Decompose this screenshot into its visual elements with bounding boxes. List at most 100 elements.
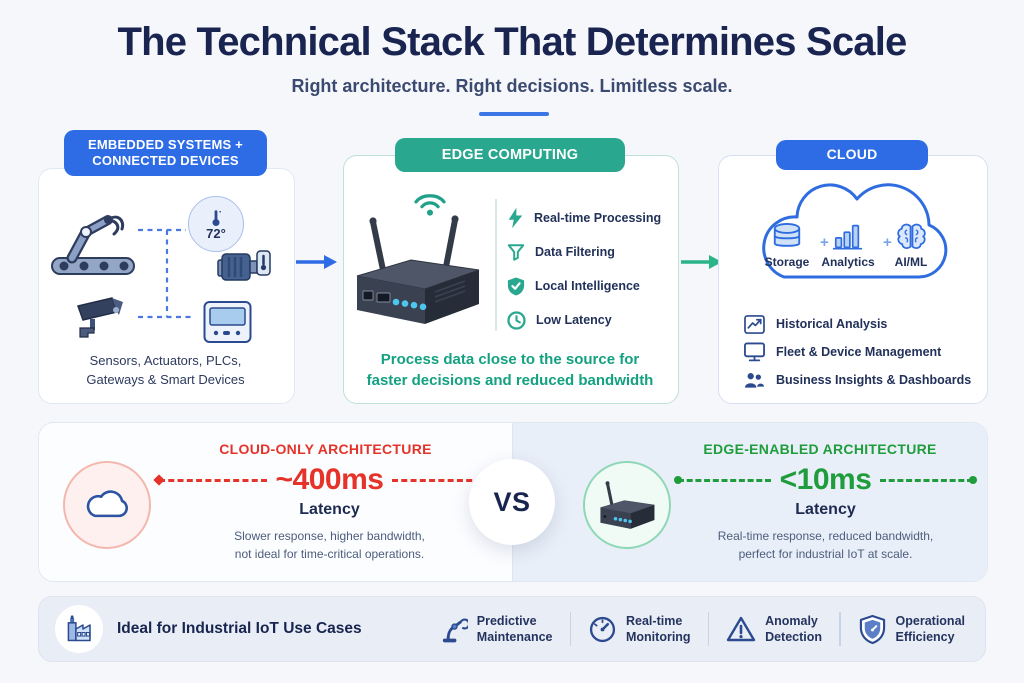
factory-badge: [55, 605, 103, 653]
edge-note: Process data close to the source for fas…: [343, 349, 677, 391]
security-camera-icon: [77, 297, 123, 338]
cloud-feature-row: Business Insights & Dashboards: [744, 366, 971, 394]
desc-line: perfect for industrial IoT at scale.: [738, 547, 913, 561]
page-subtitle: Right architecture. Right decisions. Lim…: [291, 76, 733, 96]
shield-gauge-icon: [859, 614, 885, 644]
edge-feature-list: Real-time Processing Data Filtering Loca…: [507, 201, 661, 337]
bar-chart-icon: [832, 224, 863, 250]
divider: [839, 612, 841, 646]
embedded-systems-panel: [38, 168, 295, 404]
use-case-label: Operational Efficiency: [896, 613, 965, 646]
edge-device-icon: [600, 481, 655, 529]
edge-note-line: Process data close to the source for: [380, 351, 640, 368]
badge-label: EDGE COMPUTING: [441, 146, 579, 163]
device-connector-lines: [138, 228, 194, 319]
cloud-feature-label: Historical Analysis: [776, 317, 888, 331]
use-case-list: Predictive Maintenance Real-time Monitor…: [439, 612, 965, 646]
flow-arrow-blue-icon: [296, 255, 337, 269]
wifi-icon: [414, 194, 446, 216]
latency-comparison: CLOUD-ONLY ARCHITECTURE ~400ms Latency S…: [38, 422, 988, 582]
page-title: The Technical Stack That Determines Scal…: [117, 20, 908, 64]
latency-label: Latency: [299, 501, 360, 518]
edge-feature-label: Low Latency: [536, 313, 612, 327]
latency-value-row: ~400ms: [159, 463, 500, 497]
cloud-core-label: Storage: [764, 255, 810, 269]
plc-panel-icon: [203, 301, 252, 343]
lightning-icon: [508, 207, 523, 229]
use-case-line: Monitoring: [626, 630, 691, 644]
use-case-label: Real-time Monitoring: [626, 613, 691, 646]
edge-enabled-side: EDGE-ENABLED ARCHITECTURE <10ms: [512, 423, 987, 581]
cloud-badge: CLOUD: [776, 140, 928, 170]
database-icon: [773, 223, 801, 247]
robot-arm-icon: [442, 617, 468, 642]
clock-icon: [507, 310, 526, 330]
panel-divider: [495, 199, 497, 331]
edge-note-line: faster decisions and reduced bandwidth: [366, 372, 654, 389]
use-case-line: Operational: [895, 613, 965, 628]
embedded-systems-badge: EMBEDDED SYSTEMS + CONNECTED DEVICES: [64, 130, 267, 176]
latency-label: Latency: [795, 501, 856, 518]
divider: [569, 612, 571, 646]
desc-line: Slower response, higher bandwidth,: [234, 529, 425, 543]
use-case-line: Maintenance: [476, 630, 553, 644]
use-case-item: Anomaly Detection: [726, 613, 822, 646]
brain-icon: [896, 223, 926, 249]
use-case-line: Detection: [765, 630, 823, 644]
cloud-icon: [86, 490, 128, 518]
cloud-core-label: AI/ML: [894, 255, 928, 269]
dashed-line: [880, 476, 977, 484]
desc-line: not ideal for time-critical operations.: [234, 547, 425, 561]
cloud-only-side: CLOUD-ONLY ARCHITECTURE ~400ms Latency S…: [39, 423, 512, 581]
edge-feature-row: Low Latency: [507, 303, 661, 337]
edge-feature-label: Local Intelligence: [535, 279, 640, 293]
flow-arrow-teal-icon: [681, 255, 722, 269]
use-case-line: Predictive: [476, 613, 537, 628]
warning-triangle-icon: [726, 616, 756, 642]
latency-value: <10ms: [779, 463, 872, 496]
cloud-only-title: CLOUD-ONLY ARCHITECTURE: [219, 441, 432, 457]
latency-value-row: <10ms: [674, 463, 977, 497]
cloud-feature-label: Fleet & Device Management: [776, 345, 942, 359]
edge-computing-badge: EDGE COMPUTING: [395, 138, 625, 172]
temperature-sensor: 72°: [188, 196, 244, 252]
edge-feature-label: Data Filtering: [535, 245, 615, 259]
plus-sign: +: [820, 234, 829, 251]
caption-line: Sensors, Actuators, PLCs,: [89, 353, 242, 368]
use-case-item: Predictive Maintenance: [439, 613, 553, 646]
temperature-value: 72°: [206, 225, 226, 241]
cloud-core-analytics: Analytics: [817, 217, 879, 269]
gauge-icon: [589, 616, 616, 642]
shield-check-icon: [507, 277, 525, 295]
edge-feature-row: Real-time Processing: [507, 201, 661, 235]
edge-enabled-illustration: [583, 461, 671, 549]
cloud-core-label: Analytics: [821, 255, 875, 269]
use-case-line: Real-time: [626, 613, 683, 628]
cloud-feature-list: Historical Analysis Fleet & Device Manag…: [744, 310, 971, 394]
cloud-core-aiml: AI/ML: [880, 217, 942, 269]
use-case-line: Anomaly: [765, 613, 818, 628]
badge-label: CLOUD: [826, 146, 878, 163]
motor-icon: [217, 250, 271, 281]
thermometer-icon: [212, 209, 221, 226]
edge-feature-row: Data Filtering: [507, 235, 661, 269]
divider: [707, 612, 710, 646]
dashed-line: [159, 478, 267, 482]
cloud-feature-row: Historical Analysis: [744, 310, 971, 338]
desc-line: Real-time response, reduced bandwidth,: [717, 529, 934, 543]
edge-enabled-stats: <10ms Latency Real-time response, reduce…: [674, 463, 977, 563]
plus-sign: +: [883, 234, 892, 251]
use-case-label: Anomaly Detection: [765, 613, 822, 646]
edge-gateway-device: [356, 215, 480, 324]
use-cases-title: Ideal for Industrial IoT Use Cases: [117, 620, 362, 637]
edge-feature-label: Real-time Processing: [534, 211, 662, 225]
funnel-icon: [507, 243, 525, 261]
cloud-only-description: Slower response, higher bandwidth, not i…: [159, 527, 500, 563]
caption-line: Gateways & Smart Devices: [86, 371, 245, 387]
edge-enabled-description: Real-time response, reduced bandwidth, p…: [678, 527, 973, 563]
vs-badge: VS: [469, 459, 555, 545]
team-icon: [744, 373, 765, 388]
cloud-feature-row: Fleet & Device Management: [744, 338, 971, 366]
monitor-icon: [744, 342, 765, 362]
